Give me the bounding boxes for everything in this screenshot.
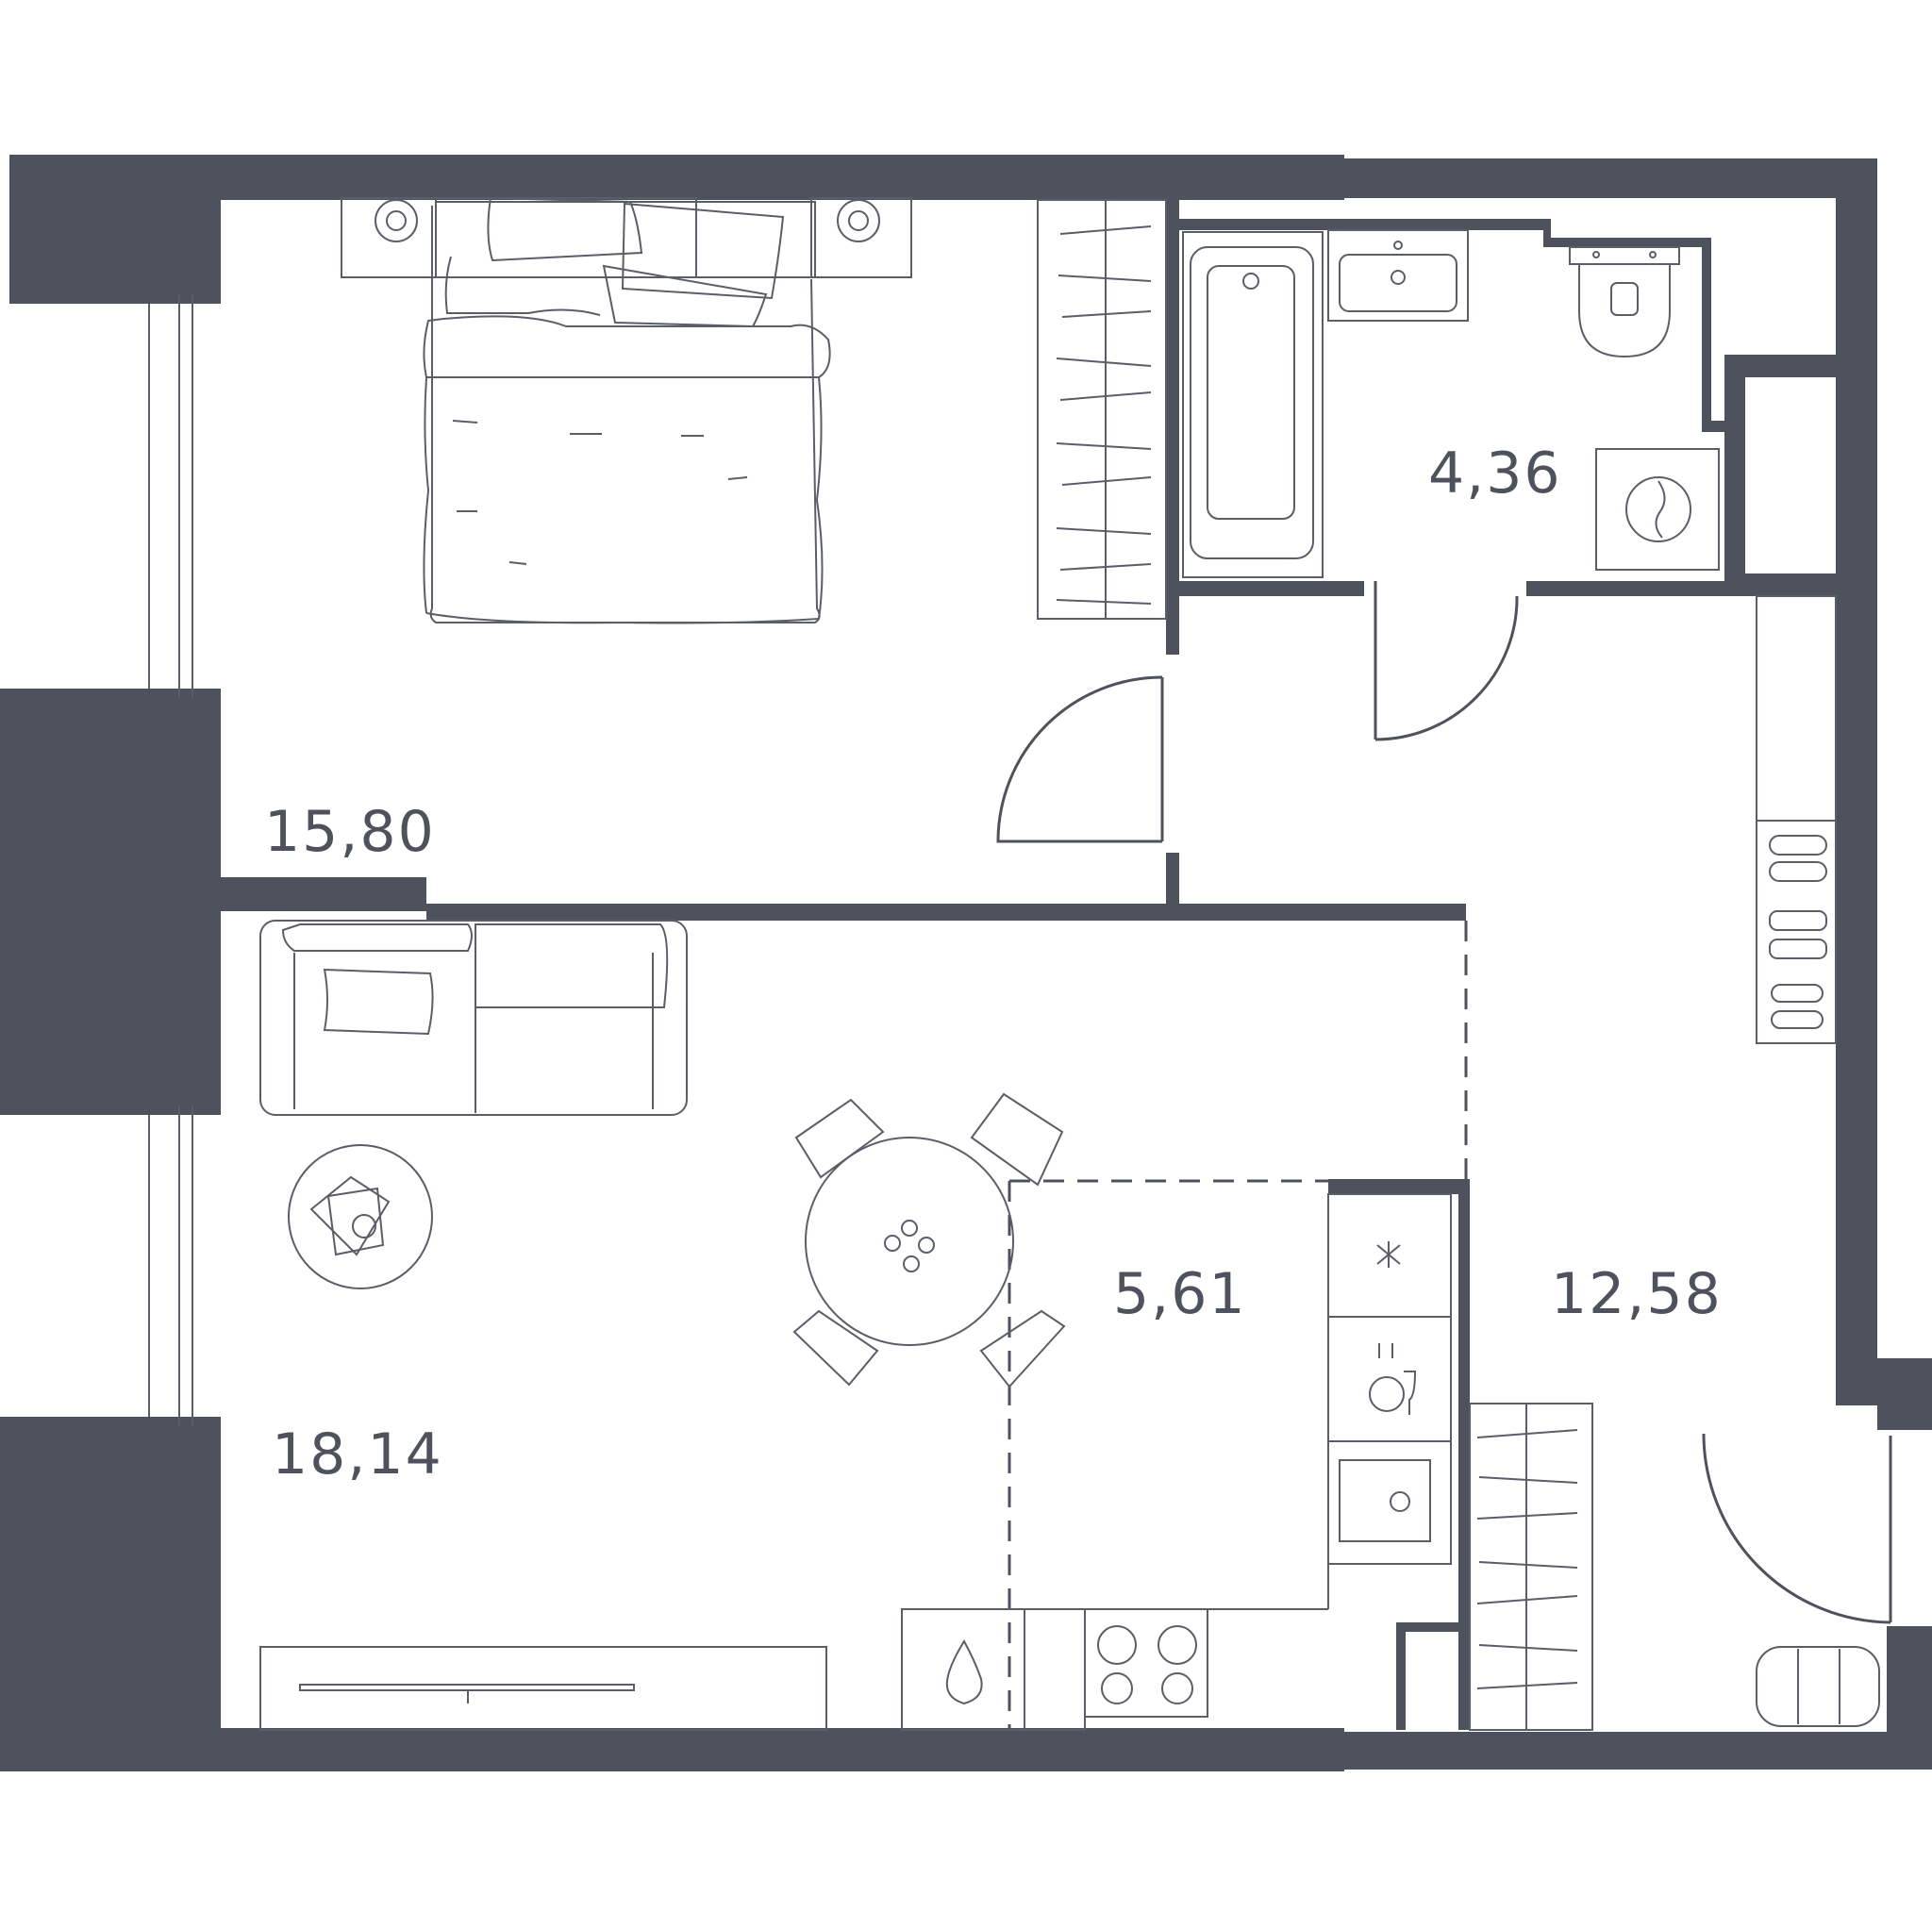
fridge bbox=[1327, 1193, 1452, 1318]
nightstand-left bbox=[341, 197, 437, 278]
counter bbox=[902, 1564, 1329, 1610]
doors bbox=[996, 581, 1892, 1624]
zone-dividers bbox=[1008, 921, 1468, 1730]
walls bbox=[0, 155, 1932, 1771]
tv-stand bbox=[259, 1646, 827, 1731]
windows bbox=[148, 294, 193, 1426]
area-label-bedroom: 15,80 bbox=[264, 799, 436, 865]
area-label-living-room: 18,14 bbox=[272, 1421, 443, 1488]
sink-bathroom bbox=[1327, 229, 1469, 322]
dining-table bbox=[792, 1092, 1066, 1388]
shoe-rack bbox=[1756, 595, 1837, 1044]
area-label-bathroom: 4,36 bbox=[1428, 440, 1562, 507]
bed bbox=[341, 196, 831, 624]
coffee-table bbox=[288, 1144, 433, 1289]
wardrobe-hallway bbox=[1469, 1403, 1593, 1731]
stove bbox=[1024, 1608, 1208, 1731]
area-label-hallway: 12,58 bbox=[1551, 1261, 1723, 1327]
toilet bbox=[1569, 246, 1680, 358]
dishwasher bbox=[1327, 1316, 1452, 1442]
bathtub bbox=[1182, 231, 1324, 578]
pouf bbox=[1756, 1646, 1880, 1727]
sofa bbox=[259, 920, 688, 1116]
washing-machine bbox=[1595, 448, 1720, 571]
oven bbox=[901, 1608, 1025, 1731]
area-label-kitchen: 5,61 bbox=[1113, 1261, 1247, 1327]
nightstand-right bbox=[810, 197, 912, 278]
wardrobe-bedroom bbox=[1037, 199, 1167, 620]
kitchen-sink bbox=[1327, 1440, 1452, 1565]
